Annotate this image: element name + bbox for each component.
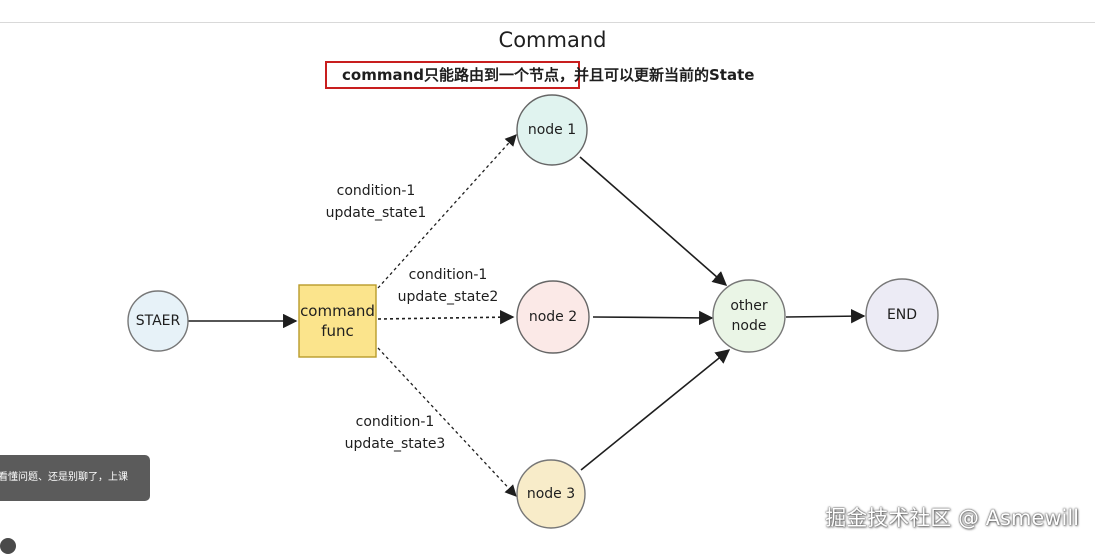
edge-label-node1-condition: condition-1 <box>336 183 416 199</box>
command-func-label: command func <box>300 302 375 340</box>
edge-other-to-end <box>785 308 866 324</box>
corner-indicator <box>0 538 16 554</box>
start-node <box>127 290 189 352</box>
edge-label-node3-condition: condition-1 <box>355 414 435 430</box>
end-node <box>865 278 939 352</box>
node3-circle <box>516 459 586 529</box>
start-label: STAER <box>135 313 181 329</box>
watermark: 掘金技术社区 @ Asmewill <box>825 506 1079 530</box>
diagram-subtitle: command只能路由到一个节点，并且可以更新当前的State <box>342 64 754 85</box>
diagram-title: Command <box>498 28 607 52</box>
edge-node3-to-other <box>580 349 731 471</box>
edge-func-to-node3 <box>377 347 517 497</box>
node2-circle <box>516 280 590 354</box>
edge-label-node3: condition-1 update_state3 <box>332 411 458 455</box>
node2-label: node 2 <box>528 309 578 325</box>
subtitle-highlight-box <box>325 61 580 89</box>
edge-node1-to-other <box>579 156 728 286</box>
toast-text: 看懂问题、还是别聊了，上课 <box>0 472 128 483</box>
top-divider <box>0 22 1095 23</box>
edge-func-to-node2 <box>377 309 515 325</box>
edge-func-to-node1 <box>377 134 517 289</box>
other-node-circle <box>712 279 786 353</box>
node3-label: node 3 <box>526 486 576 502</box>
edge-label-node1: condition-1 update_state1 <box>312 180 440 224</box>
node1-circle <box>516 94 588 166</box>
edge-label-node2-update: update_state2 <box>397 289 499 305</box>
edge-label-node1-update: update_state1 <box>325 205 427 221</box>
edge-label-node2: condition-1 update_state2 <box>385 264 511 308</box>
edge-label-node3-update: update_state3 <box>344 436 446 452</box>
subtitle-highlight-text: command只能路由到一个节点 <box>342 66 559 84</box>
edge-node2-to-other <box>592 310 714 326</box>
subtitle-rest-text: ，并且可以更新当前的State <box>559 66 755 84</box>
chat-toast: 看懂问题、还是别聊了，上课 <box>0 455 150 501</box>
node1-label: node 1 <box>527 122 577 138</box>
edge-label-node2-condition: condition-1 <box>408 267 488 283</box>
command-func-node <box>298 284 377 358</box>
end-label: END <box>886 307 918 323</box>
other-node-label: other node <box>730 298 768 334</box>
